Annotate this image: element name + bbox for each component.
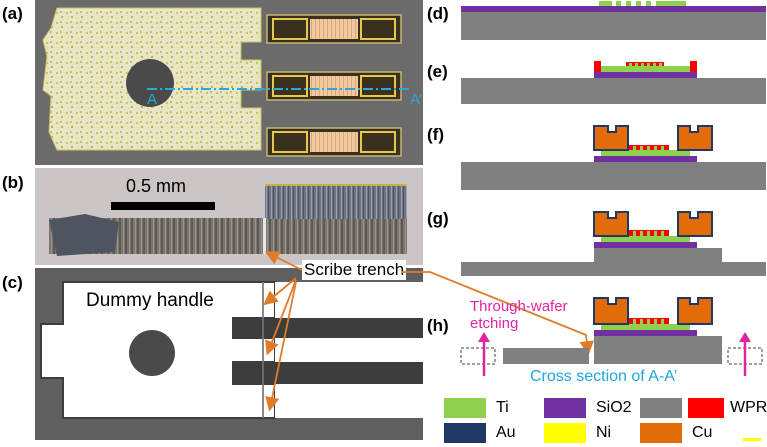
legend-item-cu: Cu — [640, 423, 712, 443]
panel-label-h: (h) — [427, 316, 449, 335]
panel-label-b: (b) — [2, 173, 24, 192]
scribe-trench-label: Scribe trench — [302, 260, 407, 280]
legend-label-wpr: WPR — [730, 399, 767, 416]
device-pad-3 — [266, 127, 402, 157]
legend-label-sio2: SiO2 — [596, 399, 632, 416]
legend-label-au: Au — [496, 424, 516, 441]
cross-section-g — [461, 211, 766, 276]
legend-item-ti: Ti — [444, 398, 509, 418]
legend-swatch-si — [640, 398, 682, 418]
panel-b-micrograph — [35, 168, 423, 265]
legend-label-cu: Cu — [692, 424, 713, 441]
legend-item-wpr: WPR — [688, 398, 767, 418]
cross-section-caption: Cross section of A-A’ — [530, 368, 678, 385]
panel-label-g: (g) — [427, 209, 449, 228]
panel-label-d: (d) — [427, 4, 449, 23]
dummy-handle-label: Dummy handle — [86, 290, 214, 311]
device-pad-1 — [266, 14, 402, 44]
trench-arrow-c2 — [265, 279, 297, 356]
scale-bar-label: 0.5 mm — [126, 176, 187, 196]
panel-a-drawing — [42, 7, 411, 157]
legend-label-ni: Ni — [596, 424, 612, 441]
panel-label-a: (a) — [2, 4, 23, 23]
device-pad-2 — [266, 71, 402, 101]
legend-item-sio2: SiO2 — [544, 398, 632, 418]
panel-label-c: (c) — [2, 273, 23, 292]
legend-label-ti: Ti — [496, 399, 509, 416]
through-wafer-label: Through-wafer etching — [470, 298, 568, 332]
panel-label-e: (e) — [427, 62, 448, 81]
cross-section-e — [461, 61, 766, 104]
trench-arrow-h — [402, 271, 594, 356]
dummy-handle-hole — [129, 330, 175, 376]
cross-section-d — [461, 1, 766, 40]
cross-section-h — [460, 297, 763, 376]
legend-swatch-sio2 — [544, 398, 586, 418]
panel-c-drawing — [40, 281, 423, 419]
panel-label-f: (f) — [427, 125, 444, 144]
panel-a-micrograph — [35, 0, 423, 165]
panel-c-micrograph — [35, 268, 423, 440]
handle-hole-a — [126, 59, 174, 107]
legend-swatch-ni — [544, 423, 586, 443]
trench-arrow-c3 — [265, 281, 297, 412]
legend-item-ni: Ni — [544, 423, 611, 443]
panel-b-drawing — [49, 184, 407, 256]
legend-swatch-au — [444, 423, 486, 443]
section-label-start: A — [147, 91, 158, 108]
trench-arrow-b — [264, 251, 303, 271]
cross-section-f — [461, 125, 766, 190]
trench-arrow-c1 — [263, 277, 297, 306]
legend-swatch-wpr — [688, 398, 724, 418]
scale-bar — [111, 202, 215, 210]
legend-swatch-ti — [444, 398, 486, 418]
legend-item-au: Au — [444, 423, 516, 443]
legend-swatch-cu — [640, 423, 682, 443]
device-block — [265, 185, 407, 219]
section-label-end: A’ — [410, 91, 423, 108]
